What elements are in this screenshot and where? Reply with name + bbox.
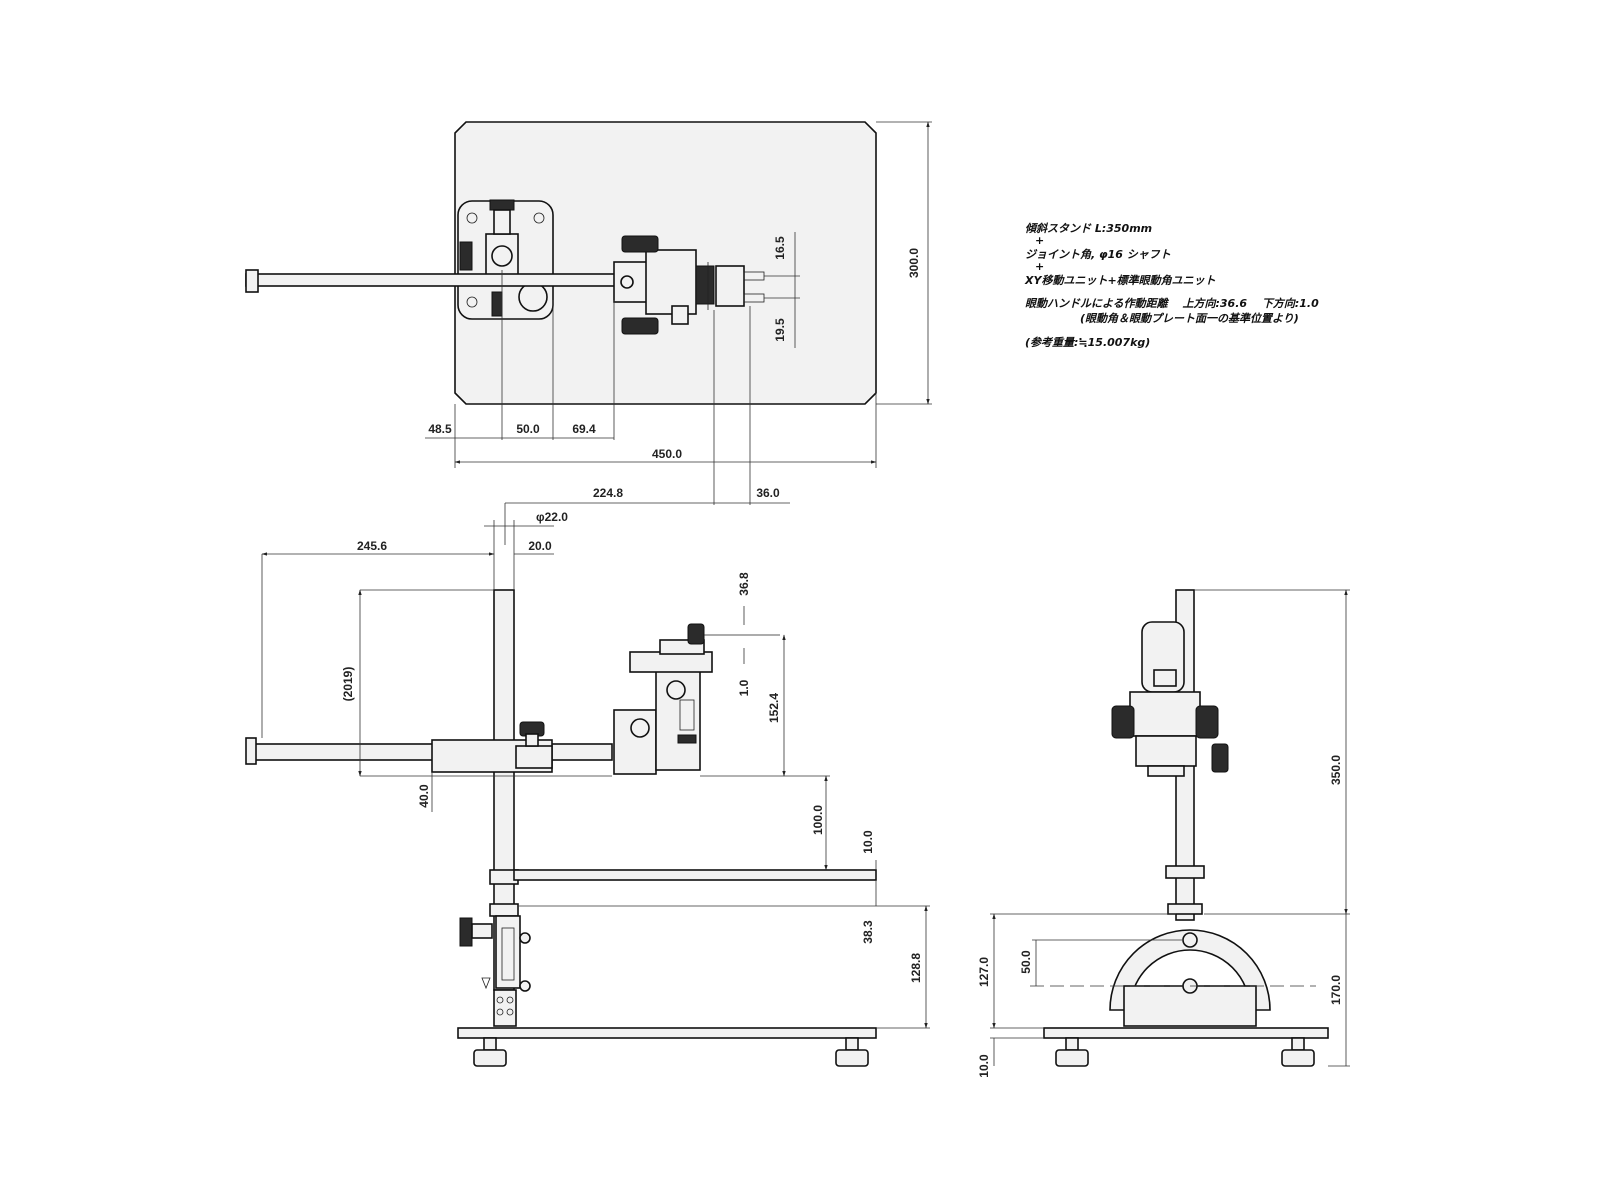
dim-100-0: 100.0 [811,805,825,835]
top-view: 48.5 50.0 69.4 450.0 300.0 16.5 19.5 224… [245,121,932,545]
dim-245-6: 245.6 [357,539,387,553]
front-view-dimensions [990,589,1350,1067]
dim-50-0-top: 50.0 [516,422,540,436]
top-view-dimensions [425,121,932,545]
front-leveling-feet [1055,1037,1315,1067]
dim-40-0: 40.0 [417,784,431,808]
top-clamp-bracket [457,199,554,320]
front-base-plate [1043,1027,1329,1039]
note-travel: 眼動ハンドルによる作動距離 上方向:36.6 下方向:1.0 [1025,297,1319,310]
dim-19-5: 19.5 [773,318,787,342]
dim-48-5: 48.5 [428,422,452,436]
dim-1-0: 1.0 [737,679,751,696]
dim-300-0: 300.0 [907,248,921,278]
dim-10-0-front: 10.0 [977,1054,991,1078]
note-plus-2: + [1035,260,1044,273]
side-base-plate [457,1027,877,1039]
dim-170-0: 170.0 [1329,975,1343,1005]
note-reference: (眼動角＆眼動プレート面一の基準位置より) [1080,312,1299,325]
front-view: 350.0 127.0 50.0 170.0 10.0 [977,589,1350,1078]
dim-phi-22: φ22.0 [536,510,568,524]
dim-36-0: 36.0 [756,486,780,500]
note-plus-1: + [1035,234,1044,247]
dim-350-0: 350.0 [1329,755,1343,785]
dim-450-0: 450.0 [652,447,682,461]
dim-2019: (2019) [341,667,355,702]
side-view-dimensions [261,520,930,1029]
spec-notes: 傾斜スタンド L:350mm + ジョイント角, φ16 シャフト + XY移動… [1024,222,1319,349]
front-head-unit [1111,621,1229,777]
dim-36-8: 36.8 [737,572,751,596]
front-tilt-arch [1109,929,1271,1011]
side-leveling-feet [473,1037,869,1067]
dim-128-8: 128.8 [909,953,923,983]
side-tilt-clamp [459,869,531,1027]
side-view: φ22.0 20.0 245.6 (2019) 36.8 1.0 152.4 4… [245,510,930,1067]
dim-38-3: 38.3 [861,920,875,944]
dim-16-5: 16.5 [773,236,787,260]
note-weight: (参考重量:≒15.007kg) [1025,336,1150,349]
side-xy-unit [613,623,780,775]
dim-20-0: 20.0 [528,539,552,553]
top-horizontal-rod [245,273,617,287]
note-xy-unit: XY移動ユニット+標準眼動角ユニット [1024,274,1216,287]
dim-224-8: 224.8 [593,486,623,500]
note-stand: 傾斜スタンド L:350mm [1025,222,1152,235]
top-xy-unit [613,235,765,335]
note-joint: ジョイント角, φ16 シャフト [1025,248,1171,261]
dim-152-4: 152.4 [767,693,781,723]
dim-50-0-front: 50.0 [1019,950,1033,974]
dim-127-0: 127.0 [977,957,991,987]
dim-69-4: 69.4 [572,422,596,436]
dim-10-0-side: 10.0 [861,830,875,854]
